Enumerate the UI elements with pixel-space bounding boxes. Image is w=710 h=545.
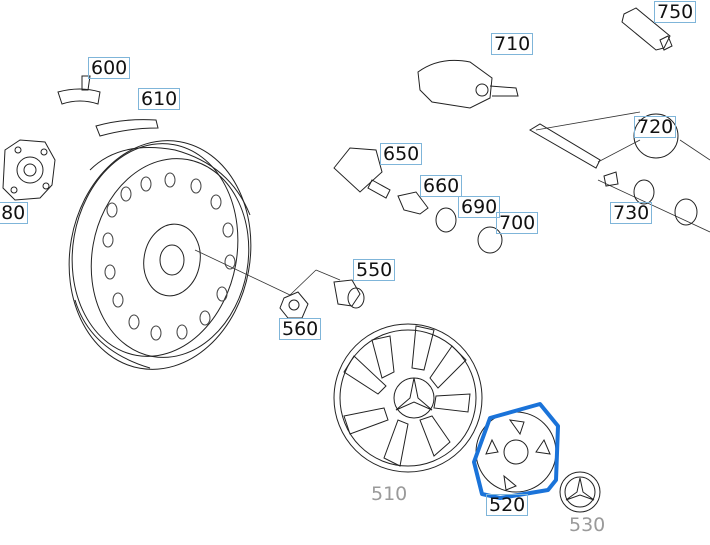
balance-weight-adhesive[interactable] xyxy=(95,119,159,137)
callout-750[interactable]: 750 xyxy=(654,1,697,23)
callout-720[interactable]: 720 xyxy=(634,116,677,138)
callout-650[interactable]: 650 xyxy=(380,143,423,165)
valve-nut[interactable] xyxy=(397,191,429,215)
callout-550[interactable]: 550 xyxy=(353,259,396,281)
selection-highlight xyxy=(472,402,560,500)
callout-730[interactable]: 730 xyxy=(610,202,653,224)
callout-710[interactable]: 710 xyxy=(491,33,534,55)
tpms-sensor[interactable] xyxy=(417,59,519,109)
callout-690[interactable]: 690 xyxy=(458,196,501,218)
callout-600[interactable]: 600 xyxy=(88,57,131,79)
callout-560[interactable]: 560 xyxy=(279,318,322,340)
wheel-nut[interactable] xyxy=(279,291,309,319)
valve-cap[interactable] xyxy=(477,226,503,254)
wheel-bolt[interactable] xyxy=(333,279,365,309)
wheel-hub[interactable] xyxy=(2,139,56,201)
callout-700[interactable]: 700 xyxy=(496,212,539,234)
valve-sleeve[interactable] xyxy=(435,207,457,233)
steel-wheel-rim[interactable] xyxy=(51,126,268,384)
callout-660[interactable]: 660 xyxy=(420,175,463,197)
balance-weight-clip-on[interactable] xyxy=(57,75,101,105)
callout-520[interactable]: 520 xyxy=(486,494,529,516)
hubcap[interactable] xyxy=(333,323,483,473)
callout-530[interactable]: 530 xyxy=(569,514,606,536)
sensor-mounting-parts[interactable] xyxy=(603,171,698,226)
callout-510[interactable]: 510 xyxy=(371,483,408,505)
valve-with-nut[interactable] xyxy=(333,147,391,199)
star-emblem-cap[interactable] xyxy=(559,471,601,513)
callout-610[interactable]: 610 xyxy=(138,88,181,110)
valve-stem[interactable] xyxy=(621,7,673,51)
callout-580[interactable]: 580 xyxy=(0,202,29,224)
